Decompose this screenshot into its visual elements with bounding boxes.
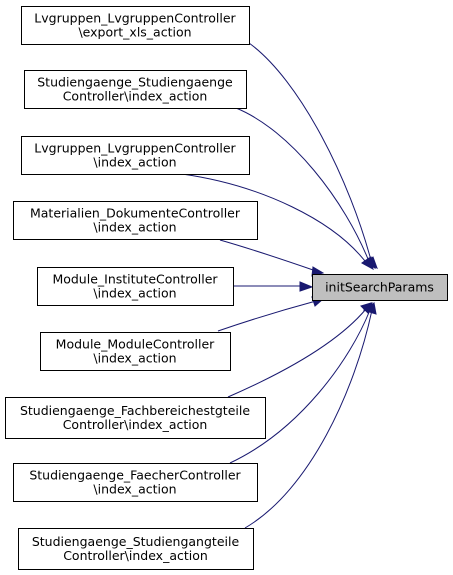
edge-c4-to-target <box>219 239 317 272</box>
caller-node-c9[interactable]: Studiengaenge_StudiengangteileController… <box>18 528 254 570</box>
target-node[interactable]: initSearchParams <box>312 274 448 301</box>
caller-node-box <box>21 6 250 45</box>
arrowhead-c5 <box>299 281 314 292</box>
caller-node-label: \index_action <box>93 220 176 235</box>
arrowhead-c9 <box>366 301 377 315</box>
caller-node-label: Studiengaenge_FaecherController <box>29 468 241 483</box>
edge-c7-to-target <box>227 308 367 398</box>
caller-node-label: Materialien_DokumenteController <box>30 206 241 221</box>
edge-c3-to-target <box>181 173 369 266</box>
caller-node-label: Studiengaenge_Studiengangteile <box>32 534 240 549</box>
caller-node-c6[interactable]: Module_ModuleController\index_action <box>40 332 231 371</box>
caller-node-label: Studiengaenge_Studiengaenge <box>37 75 233 90</box>
caller-node-label: Module_InstituteController <box>52 272 218 287</box>
caller-node-box <box>13 201 258 240</box>
caller-node-label: Lvgruppen_LvgruppenController <box>34 141 236 156</box>
edges <box>181 42 378 529</box>
caller-node-label: \index_action <box>93 286 176 301</box>
caller-node-box <box>24 70 247 109</box>
caller-node-label: \export_xls_action <box>78 25 191 40</box>
caller-node-label: Controller\index_action <box>63 89 208 104</box>
caller-node-box <box>37 267 234 306</box>
caller-node-c5[interactable]: Module_InstituteController\index_action <box>37 267 234 306</box>
caller-node-label: \index_action <box>93 482 176 497</box>
arrowhead-c3 <box>361 257 374 271</box>
caller-node-box <box>18 528 254 570</box>
caller-node-c4[interactable]: Materialien_DokumenteController\index_ac… <box>13 201 258 240</box>
target-node-box <box>312 274 448 301</box>
edge-c2-to-target <box>235 107 371 265</box>
caller-node-label: Module_ModuleController <box>56 337 216 352</box>
nodes: Lvgruppen_LvgruppenController\export_xls… <box>5 6 448 570</box>
caller-node-c7[interactable]: Studiengaenge_FachbereichestgteileContro… <box>5 397 266 439</box>
caller-node-label: Lvgruppen_LvgruppenController <box>34 11 236 26</box>
edge-c9-to-target <box>244 309 373 529</box>
caller-node-box <box>40 332 231 371</box>
caller-node-c3[interactable]: Lvgruppen_LvgruppenController\index_acti… <box>21 136 250 175</box>
caller-node-c1[interactable]: Lvgruppen_LvgruppenController\export_xls… <box>21 6 250 45</box>
edge-c6-to-target <box>217 300 317 332</box>
caller-node-label: \index_action <box>93 155 176 170</box>
caller-node-label: \index_action <box>93 351 176 366</box>
caller-node-label: Controller\index_action <box>63 417 208 432</box>
caller-node-c2[interactable]: Studiengaenge_StudiengaengeController\in… <box>24 70 247 109</box>
caller-node-label: Studiengaenge_Fachbereichestgteile <box>20 403 250 418</box>
target-node-label: initSearchParams <box>325 280 434 295</box>
caller-node-label: Controller\index_action <box>63 548 208 563</box>
edge-c1-to-target <box>248 42 373 265</box>
caller-node-c8[interactable]: Studiengaenge_FaecherController\index_ac… <box>13 463 258 502</box>
caller-node-box <box>13 463 258 502</box>
caller-node-box <box>5 397 266 439</box>
caller-node-box <box>21 136 250 175</box>
edge-c8-to-target <box>229 309 371 464</box>
